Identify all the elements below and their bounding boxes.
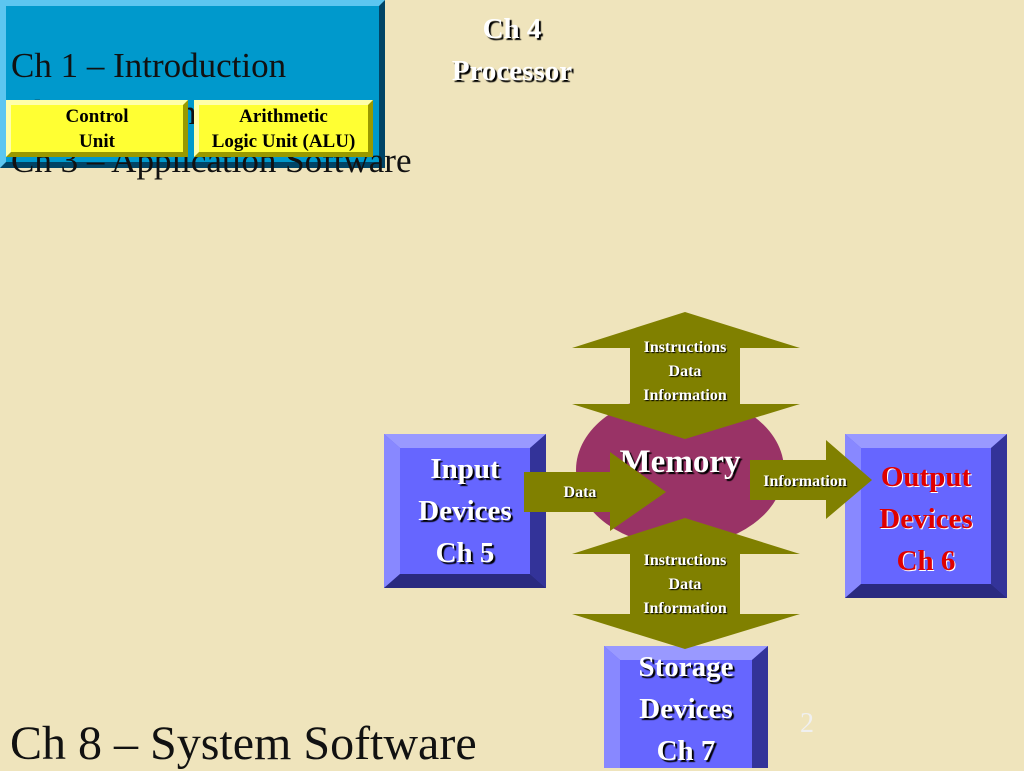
input-devices-line3: Ch 5 bbox=[435, 537, 495, 569]
bottom-arrow-line2: Data bbox=[668, 576, 702, 593]
output-arrow-label: Information bbox=[763, 473, 847, 490]
input-arrow-label: Data bbox=[563, 484, 597, 501]
input-memory-arrow bbox=[524, 452, 666, 531]
bottom-arrow-line3: Information bbox=[643, 600, 727, 617]
bottom-arrow-labels: Instructions Data Information bbox=[572, 549, 798, 621]
chapter-8-text: Ch 8 – System Software bbox=[10, 717, 477, 770]
input-devices-line1: Input bbox=[430, 453, 500, 485]
alu-line1: Arithmetic bbox=[239, 105, 328, 127]
memory-output-arrow bbox=[750, 440, 872, 519]
control-unit-line2: Unit bbox=[79, 130, 115, 152]
control-unit-line1: Control bbox=[65, 105, 129, 127]
bottom-arrow-line1: Instructions bbox=[643, 552, 727, 569]
output-devices-box: Output Devices Ch 6 bbox=[845, 434, 1007, 598]
top-arrow-labels: Instructions Data Information bbox=[572, 336, 798, 408]
storage-devices-line3: Ch 7 bbox=[656, 735, 716, 767]
processor-title: Processor bbox=[451, 55, 573, 87]
memory-storage-double-arrow bbox=[572, 518, 800, 649]
output-arrow-label-wrap: Information bbox=[750, 470, 860, 494]
control-unit-box: Control Unit bbox=[6, 100, 188, 157]
top-arrow-line3: Information bbox=[643, 387, 727, 404]
alu-box: Arithmetic Logic Unit (ALU) bbox=[194, 100, 373, 157]
top-arrow-line2: Data bbox=[668, 363, 702, 380]
processor-chapter-label: Ch 4 bbox=[482, 13, 542, 45]
output-devices-line2: Devices bbox=[879, 503, 973, 535]
storage-devices-line1: Storage bbox=[638, 651, 734, 683]
page-number: 2 bbox=[800, 708, 814, 739]
output-devices-line1: Output bbox=[880, 461, 972, 493]
output-devices-line3: Ch 6 bbox=[896, 545, 956, 577]
input-arrow-label-wrap: Data bbox=[530, 481, 630, 505]
storage-devices-box: Storage Devices Ch 7 bbox=[604, 646, 768, 768]
input-devices-line2: Devices bbox=[418, 495, 512, 527]
processor-memory-double-arrow bbox=[572, 312, 800, 439]
alu-line2: Logic Unit (ALU) bbox=[211, 130, 356, 152]
chapter-1-text: Ch 1 – Introduction bbox=[11, 46, 287, 85]
input-devices-box: Input Devices Ch 5 bbox=[384, 434, 546, 588]
top-arrow-line1: Instructions bbox=[643, 339, 727, 356]
storage-devices-line2: Devices bbox=[639, 693, 733, 725]
processor-box: Ch 4 Processor Control Unit Arithmetic L… bbox=[0, 0, 572, 168]
